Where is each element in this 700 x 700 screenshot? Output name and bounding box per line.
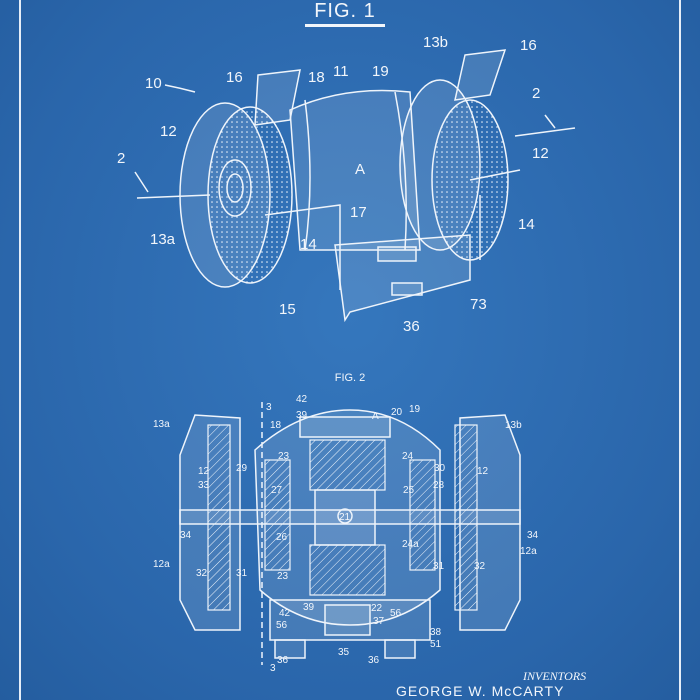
- reference-label: 13a: [150, 231, 176, 248]
- inventors-heading: INVENTORS: [523, 669, 587, 683]
- figure-2-reference-labels: 3 42 39 18 A 20 19 13a 13b 23 24 29 30 12 12 33 28 27 25 21…: [153, 394, 539, 674]
- reference-label: 16: [226, 69, 243, 86]
- reference-label: 12a: [153, 559, 170, 570]
- reference-label: 17: [350, 204, 367, 221]
- right-border-line: [679, 0, 681, 700]
- switch-37: [324, 604, 371, 636]
- reference-label: 36: [368, 655, 380, 666]
- reference-label: 12: [532, 145, 549, 162]
- stator-top: [309, 439, 386, 491]
- reference-label: 3: [270, 663, 276, 674]
- reference-label: 34: [527, 530, 539, 541]
- foot-right: [384, 639, 416, 659]
- leader-10: [164, 84, 196, 93]
- reference-label: 25: [403, 485, 415, 496]
- grinder-base: [334, 234, 471, 323]
- left-wheel-hub: [218, 159, 252, 217]
- figure-1-title: FIG. 1: [305, 0, 385, 27]
- reference-label: 37: [373, 616, 385, 627]
- left-border-line: [19, 0, 21, 700]
- reference-label: 34: [180, 530, 192, 541]
- reference-label: 42: [296, 394, 308, 405]
- reference-label: 42: [279, 608, 291, 619]
- stator-bottom: [309, 544, 386, 596]
- reference-label: 13b: [505, 420, 522, 431]
- switch-73: [391, 282, 423, 296]
- figure-2-title: FIG. 2: [334, 372, 366, 384]
- motor-housing: [289, 89, 421, 251]
- reference-label: 20: [391, 407, 403, 418]
- reference-label: A: [372, 411, 379, 422]
- reference-label: 3: [266, 402, 272, 413]
- reference-label: 38: [430, 627, 442, 638]
- reference-label: 33: [198, 480, 210, 491]
- figure-1-bench-grinder: [134, 49, 576, 323]
- reference-label: 29: [236, 463, 248, 474]
- reference-label: 12: [477, 466, 489, 477]
- reference-label: 36: [277, 655, 289, 666]
- reference-label: 51: [430, 639, 442, 650]
- rotor-21: [314, 489, 376, 546]
- reference-label: 21: [339, 512, 351, 523]
- reference-label: 14: [518, 216, 535, 233]
- reference-label: A: [355, 161, 365, 178]
- housing-top: [299, 416, 391, 438]
- reference-label: 11: [333, 63, 349, 80]
- inventor-name: GEORGE W. McCARTY: [396, 683, 565, 699]
- left-wheel-section: [207, 424, 231, 611]
- reference-label: 18: [308, 69, 325, 86]
- reference-label: 31: [236, 568, 248, 579]
- reference-label: 12: [198, 466, 210, 477]
- reference-label: 16: [520, 37, 537, 54]
- base-section: [269, 599, 431, 641]
- reference-label: 12: [160, 123, 177, 140]
- figure-2-cross-section: [179, 402, 521, 665]
- reference-label: 13a: [153, 419, 170, 430]
- right-wheel-section: [454, 424, 478, 611]
- reference-label: 28: [433, 480, 445, 491]
- tool-rests: [264, 169, 521, 290]
- reference-label: 12a: [520, 546, 537, 557]
- reference-label: 31: [433, 561, 445, 572]
- reference-label: 56: [276, 620, 288, 631]
- right-end-bell: [409, 459, 436, 571]
- reference-label: 56: [390, 608, 402, 619]
- reference-label: 23: [277, 571, 289, 582]
- switch-plate-17: [377, 246, 417, 262]
- reference-label: 27: [271, 485, 283, 496]
- reference-label: 73: [470, 296, 487, 313]
- reference-label: 23: [278, 451, 290, 462]
- motor-housing-section: [254, 409, 441, 626]
- right-eye-shield: [454, 49, 507, 101]
- reference-label: 22: [371, 603, 383, 614]
- reference-label: 39: [296, 410, 308, 421]
- reference-label: 19: [372, 63, 389, 80]
- reference-label: 14: [300, 236, 317, 253]
- reference-label: 18: [270, 420, 282, 431]
- reference-label: 32: [196, 568, 208, 579]
- reference-label: 19: [409, 404, 421, 415]
- reference-label: 15: [279, 301, 296, 318]
- reference-label: 35: [338, 647, 350, 658]
- reference-label: 26: [276, 532, 288, 543]
- reference-label: 36: [403, 318, 420, 335]
- reference-label: 2: [117, 150, 125, 167]
- reference-label: 32: [474, 561, 486, 572]
- reference-label: 24: [402, 451, 414, 462]
- reference-label: 30: [434, 463, 446, 474]
- figure-1-reference-labels: 10 16 18 11 19 13b 16 2 12 12 2A 17 13a 14 14 15 36 73: [117, 34, 549, 335]
- section-arrows: [134, 114, 556, 193]
- foot-left: [274, 639, 306, 659]
- left-eye-shield: [254, 69, 301, 126]
- reference-label: 10: [145, 75, 162, 92]
- left-end-bell: [264, 459, 291, 571]
- reference-label: 24a: [402, 539, 419, 550]
- reference-label: 2: [532, 85, 540, 102]
- reference-label: 13b: [423, 34, 448, 51]
- reference-label: 39: [303, 602, 315, 613]
